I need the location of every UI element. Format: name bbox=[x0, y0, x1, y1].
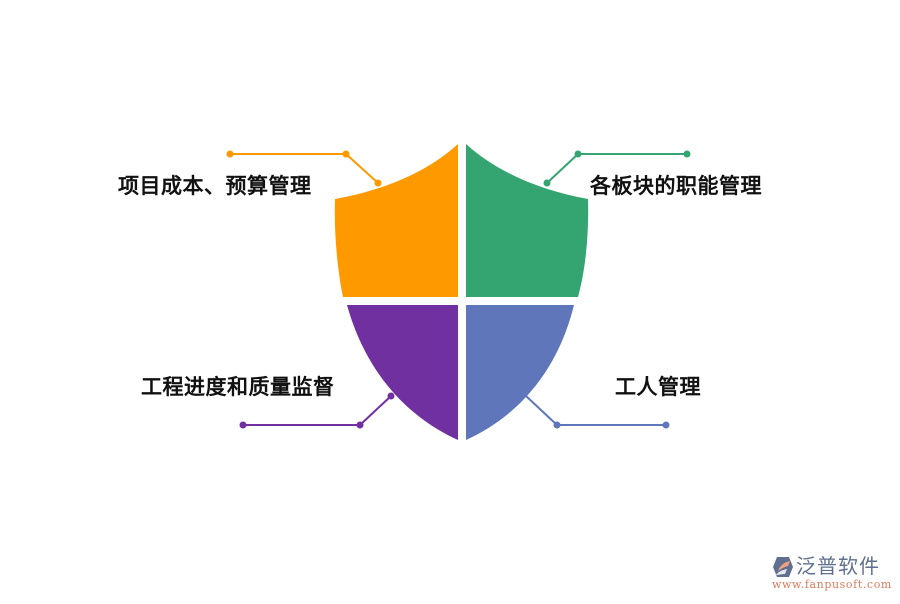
label-bottom-left: 工程进度和质量监督 bbox=[141, 375, 335, 399]
watermark-logo: 泛普软件 www.fanpusoft.com bbox=[770, 553, 895, 595]
shield-quadrant-bottom-right bbox=[466, 305, 574, 440]
connector-top-left bbox=[226, 150, 382, 187]
shield-quadrant-top-right bbox=[466, 144, 589, 297]
connector-bottom-right bbox=[525, 395, 670, 429]
connector-top-right bbox=[543, 150, 691, 187]
connector-bottom-left bbox=[239, 392, 395, 429]
label-top-right: 各板块的职能管理 bbox=[590, 174, 762, 198]
watermark-name: 泛普软件 bbox=[796, 554, 880, 578]
label-top-left: 项目成本、预算管理 bbox=[118, 174, 312, 198]
watermark-url: www.fanpusoft.com bbox=[772, 578, 892, 591]
fanpu-logo-icon bbox=[770, 555, 794, 579]
shield-quadrant-top-left bbox=[334, 144, 458, 297]
label-bottom-right: 工人管理 bbox=[615, 375, 701, 399]
shield-quadrant-bottom-left bbox=[347, 305, 458, 440]
